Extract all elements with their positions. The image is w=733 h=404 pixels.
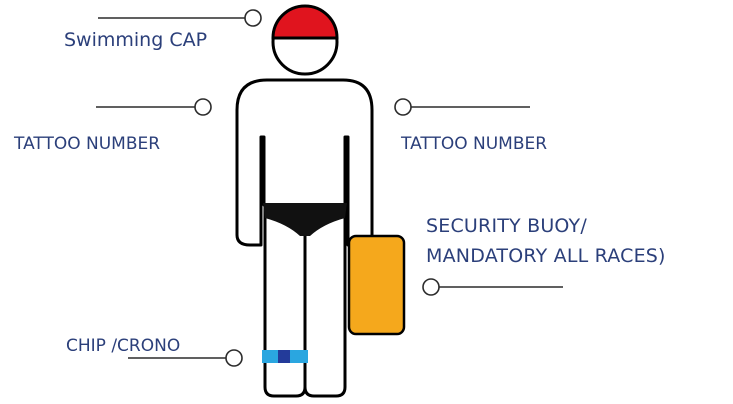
swimming-cap-icon [271, 4, 339, 40]
label-buoy-line2: MANDATORY ALL RACES) [426, 245, 666, 267]
tattoo-right-marker [394, 98, 412, 116]
label-swimming-cap: Swimming CAP [64, 29, 207, 51]
label-tattoo-left: TATTOO NUMBER [13, 134, 160, 154]
chip-center [278, 350, 290, 363]
label-tattoo-right: TATTOO NUMBER [400, 134, 547, 154]
swimsuit [263, 203, 347, 236]
label-buoy-line1: SECURITY BUOY/ [426, 215, 587, 237]
leader-lines [96, 9, 563, 367]
swimsuit-icon [263, 203, 347, 236]
chip-band-icon [262, 350, 308, 363]
security-buoy-icon [347, 234, 406, 336]
right-leg [303, 203, 347, 398]
cap-marker [244, 9, 262, 27]
buoy-body [347, 234, 406, 336]
tattoo-left-marker [194, 98, 212, 116]
buoy-marker [422, 278, 440, 296]
cap [271, 4, 339, 40]
label-chip: CHIP /CRONO [66, 336, 180, 356]
chip-marker [225, 349, 243, 367]
